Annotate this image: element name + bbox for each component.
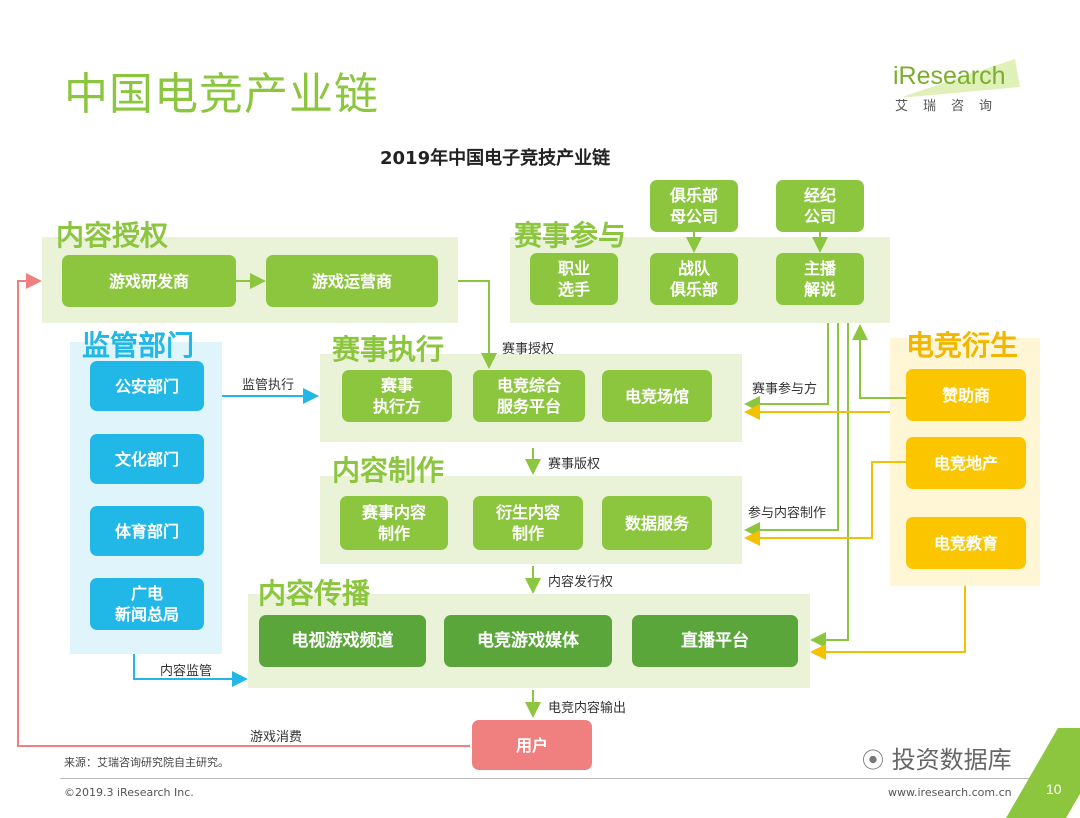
edge-label-event-license: 赛事授权 <box>502 342 555 357</box>
edge-label-participate-production: 参与内容制作 <box>748 506 827 521</box>
node-sarft: 广电 新闻总局 <box>90 578 204 630</box>
edge-game-consumption <box>17 273 470 747</box>
node-event-content: 赛事内容 制作 <box>340 496 448 550</box>
node-esports-media: 电竞游戏媒体 <box>444 615 612 667</box>
iresearch-logo-swoosh-icon <box>902 59 1020 97</box>
footer-divider <box>60 778 1050 779</box>
node-culture-dept: 文化部门 <box>90 434 204 484</box>
edge-content-supervision <box>133 654 248 687</box>
slide-title: 中国电竞产业链 <box>64 69 379 120</box>
edge-label-content-supervision: 内容监管 <box>160 664 213 679</box>
section-label-event-execution: 赛事执行 <box>332 333 445 366</box>
source-note: 来源：艾瑞咨询研究院自主研究。 <box>64 756 229 769</box>
node-event-executor: 赛事 执行方 <box>342 370 452 422</box>
edge-participants-to-execution <box>744 323 829 412</box>
edge-education-to-distribution <box>810 586 966 660</box>
section-label-derivatives: 电竞衍生 <box>906 329 1019 362</box>
diagram-title: 2019年中国电子竞技产业链 <box>380 148 611 169</box>
edge-label-supervision: 监管执行 <box>242 378 295 393</box>
node-game-operator: 游戏运营商 <box>266 255 438 307</box>
section-label-content-license: 内容授权 <box>56 219 169 252</box>
section-label-content-distribution: 内容传播 <box>258 577 371 610</box>
node-team-club: 战队 俱乐部 <box>650 253 738 305</box>
edge-event-license <box>458 280 497 369</box>
watermark: ⦿ 投资数据库 <box>862 740 1012 775</box>
node-game-developer: 游戏研发商 <box>62 255 236 307</box>
node-pro-player: 职业 选手 <box>530 253 618 305</box>
section-label-content-production: 内容制作 <box>332 454 445 487</box>
node-agency: 经纪 公司 <box>776 180 864 232</box>
node-user: 用户 <box>472 720 592 770</box>
logo-sub-text: 艾瑞咨询 <box>895 99 1008 114</box>
node-esports-venue: 电竞场馆 <box>602 370 712 422</box>
footer-url: www.iresearch.com.cn <box>888 786 1012 799</box>
wechat-icon: ⦿ <box>862 749 885 774</box>
node-data-service: 数据服务 <box>602 496 712 550</box>
node-tv-channel: 电视游戏频道 <box>259 615 426 667</box>
edge-label-game-consumption: 游戏消费 <box>250 730 303 745</box>
section-label-event-participation: 赛事参与 <box>514 219 627 252</box>
page-number: 10 <box>1046 781 1062 797</box>
edge-label-event-participants: 赛事参与方 <box>752 382 818 397</box>
node-sports-dept: 体育部门 <box>90 506 204 556</box>
edge-participants-to-production <box>744 323 839 538</box>
section-label-regulators: 监管部门 <box>82 329 195 362</box>
node-derived-content: 衍生内容 制作 <box>473 496 583 550</box>
node-sponsor: 赞助商 <box>906 369 1026 421</box>
edge-label-esports-output: 电竞内容输出 <box>548 701 627 716</box>
copyright-text: ©2019.3 iResearch Inc. <box>64 786 194 799</box>
watermark-text: 投资数据库 <box>891 746 1012 774</box>
node-esports-platform: 电竞综合 服务平台 <box>473 370 585 422</box>
iresearch-logo: iResearch 艾瑞咨询 <box>893 62 1028 114</box>
node-streamer-commentator: 主播 解说 <box>776 253 864 305</box>
node-live-platform: 直播平台 <box>632 615 798 667</box>
node-public-security: 公安部门 <box>90 361 204 411</box>
edge-sponsor-to-participation <box>852 324 906 399</box>
node-esports-education: 电竞教育 <box>906 517 1026 569</box>
node-club-parent: 俱乐部 母公司 <box>650 180 738 232</box>
logo-main-text: iResearch <box>893 62 1006 90</box>
node-esports-realestate: 电竞地产 <box>906 437 1026 489</box>
edge-realestate-to-production <box>744 461 906 546</box>
edge-label-distribution-rights: 内容发行权 <box>548 575 614 590</box>
edge-label-event-copyright: 赛事版权 <box>548 457 601 472</box>
edge-participants-to-live <box>810 323 849 648</box>
